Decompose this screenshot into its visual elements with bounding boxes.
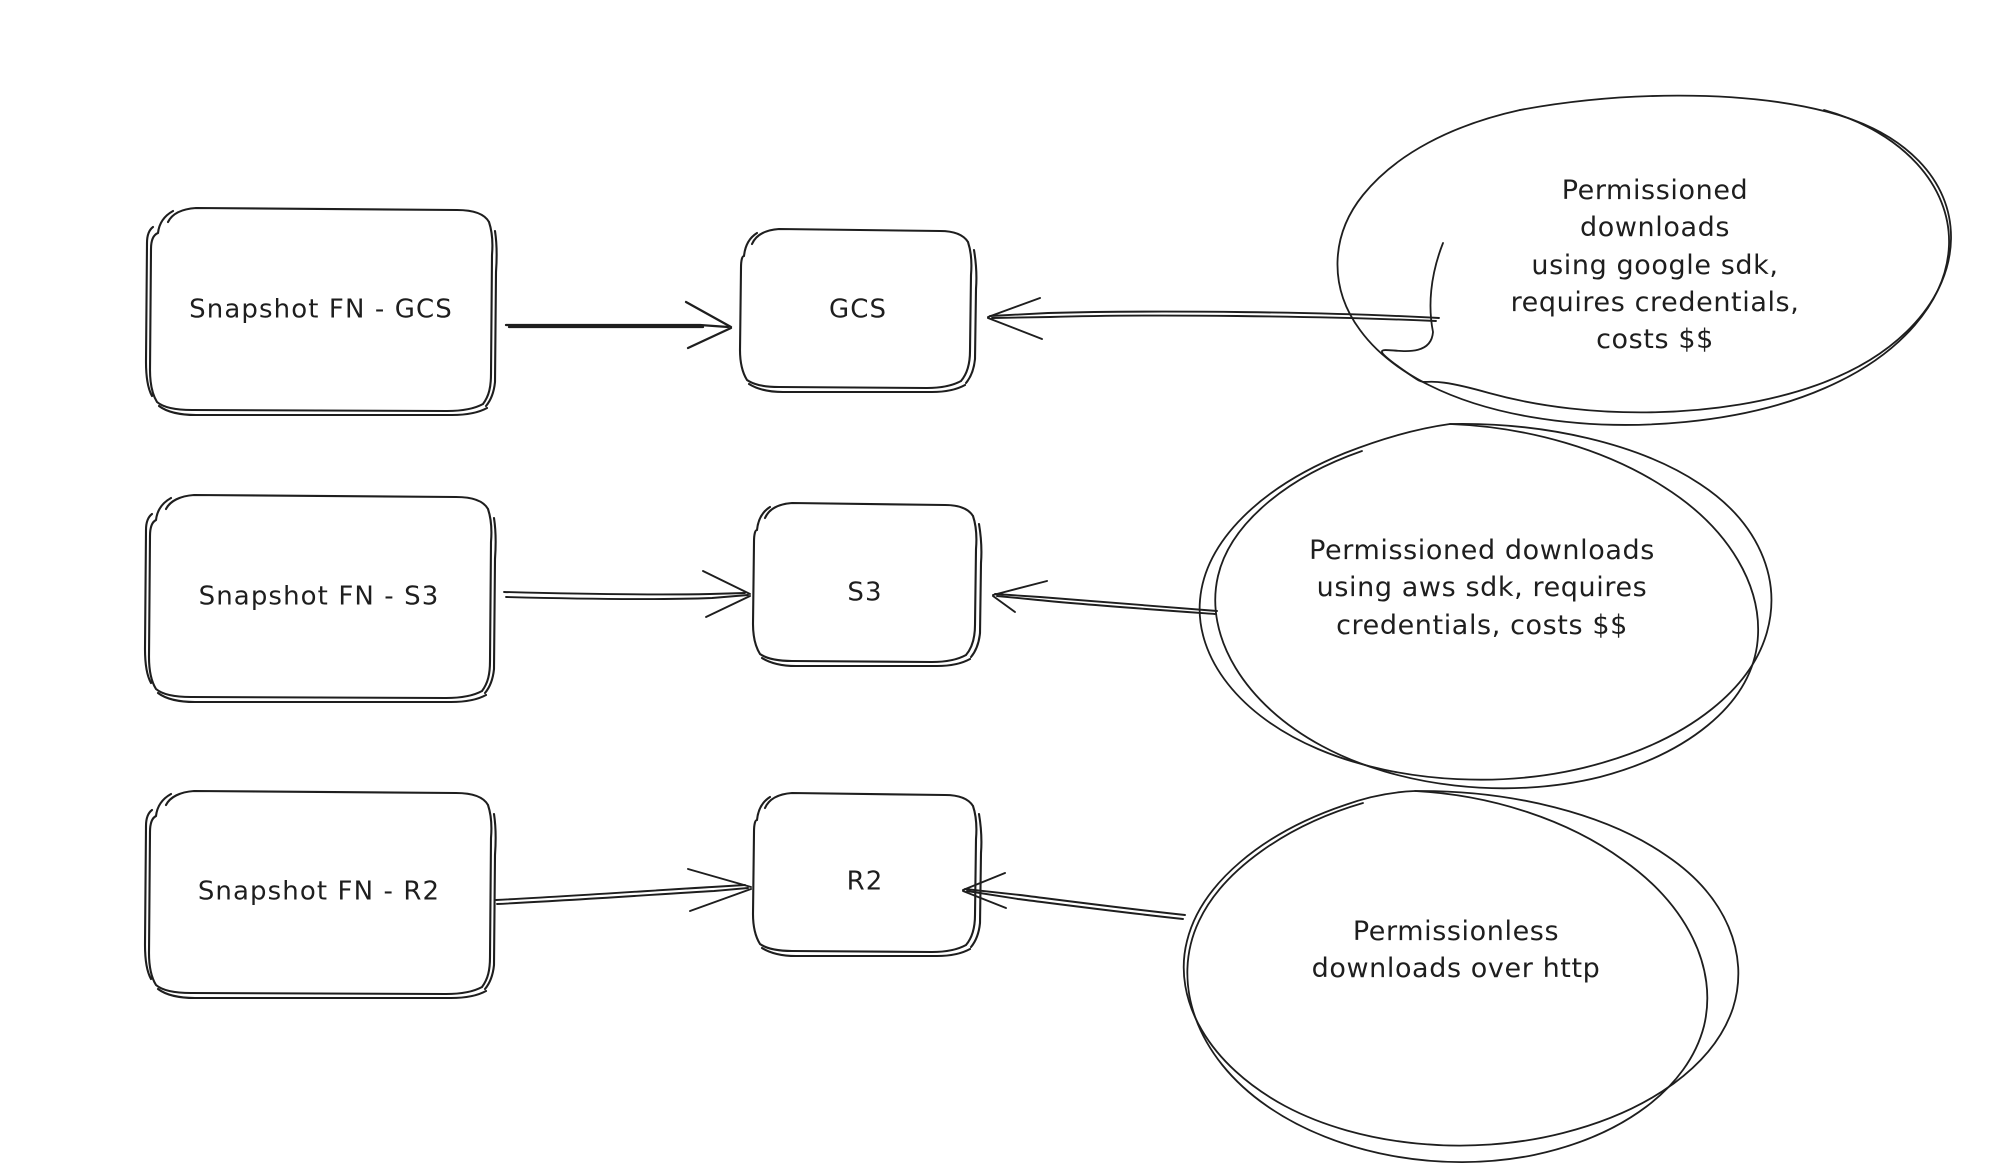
edge-s3-note[interactable] xyxy=(992,580,1218,615)
node-shape-snapshot-fn-s3[interactable] xyxy=(143,493,497,704)
edge-s3-write[interactable] xyxy=(503,570,751,618)
node-shape-snapshot-fn-gcs[interactable] xyxy=(144,206,498,417)
note-shape-s3[interactable] xyxy=(1198,422,1773,790)
node-shape-snapshot-fn-r2[interactable] xyxy=(143,789,497,1000)
note-shape-gcs[interactable] xyxy=(1336,94,1952,426)
edge-r2-note[interactable] xyxy=(962,872,1186,920)
note-shape-r2[interactable] xyxy=(1182,790,1740,1163)
node-shape-gcs[interactable] xyxy=(738,227,978,394)
edge-gcs-note[interactable] xyxy=(987,297,1440,340)
edge-gcs-write[interactable] xyxy=(504,300,733,350)
node-shape-s3[interactable] xyxy=(751,501,983,668)
edge-r2-write[interactable] xyxy=(495,868,752,912)
node-shape-r2[interactable] xyxy=(751,791,983,958)
